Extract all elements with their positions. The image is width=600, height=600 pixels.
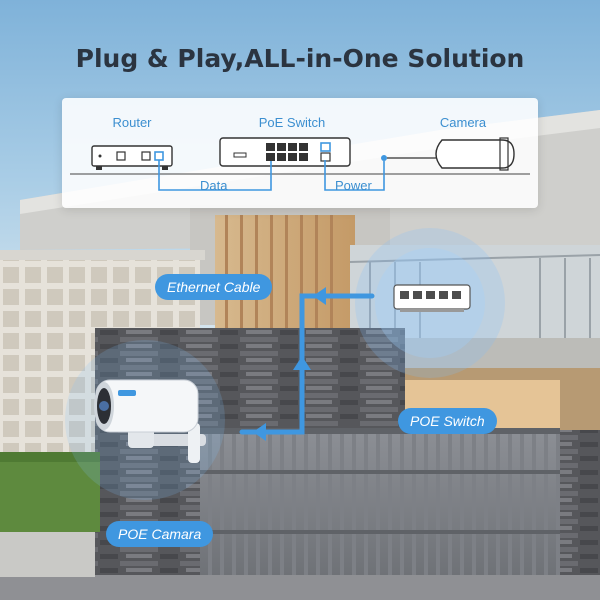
poe-switch-label: PoE Switch [258, 115, 326, 130]
router-label: Router [112, 115, 152, 130]
ethernet-cable-tag: Ethernet Cable [155, 274, 273, 300]
bullet-camera-illustration [94, 379, 206, 463]
switch-icon [219, 137, 351, 167]
poe-switch-tag: POE Switch [398, 408, 497, 434]
connection-diagram-panel: Router PoE Switch Camera [62, 98, 538, 208]
power-label: Power [335, 178, 372, 193]
data-label: Data [200, 178, 228, 193]
poe-camera-tag: POE Camara [106, 521, 214, 547]
camera-label: Camera [439, 115, 487, 130]
poe-switch-illustration [393, 284, 471, 312]
camera-outline-icon [381, 137, 515, 171]
diagram-lines [70, 137, 530, 191]
router-icon [91, 145, 173, 170]
headline-title: Plug & Play,ALL-in-One Solution [75, 44, 525, 73]
